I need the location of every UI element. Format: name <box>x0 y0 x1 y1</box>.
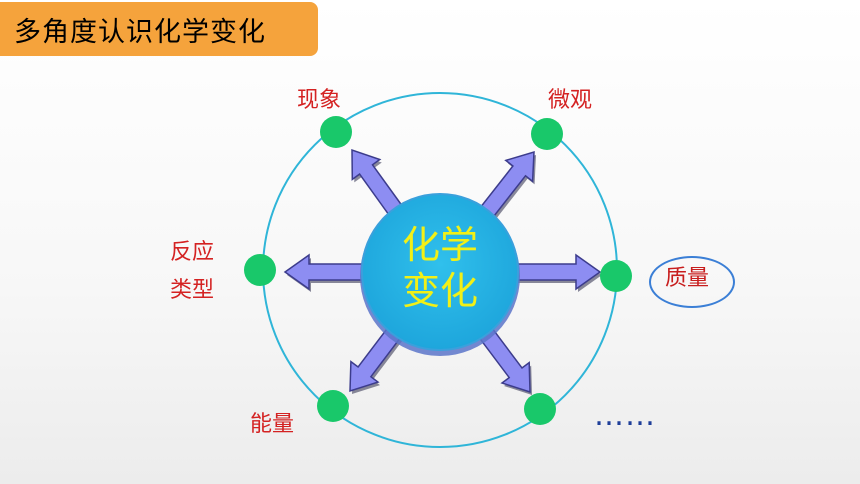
center-label: 化学 变化 <box>380 222 500 314</box>
label-more: …… <box>594 398 656 433</box>
node-energy <box>317 390 349 422</box>
label-mass: 质量 <box>665 266 710 291</box>
page-title: 多角度认识化学变化 <box>14 16 266 48</box>
node-mass <box>600 260 632 292</box>
label-reaction-type-line2: 类型 <box>170 278 215 303</box>
label-reaction-type: 反应 类型 <box>170 234 214 310</box>
node-phenomenon <box>320 116 352 148</box>
label-micro: 微观 <box>548 88 593 113</box>
node-micro <box>531 118 563 150</box>
mass-highlight-ellipse <box>649 256 735 308</box>
title-banner: 多角度认识化学变化 <box>0 2 318 56</box>
center-circle <box>361 193 519 351</box>
label-phenomenon: 现象 <box>297 88 342 113</box>
center-label-line2: 变化 <box>401 269 478 313</box>
node-more <box>524 393 556 425</box>
center-label-line1: 化学 <box>401 223 478 267</box>
label-reaction-type-line1: 反应 <box>170 240 215 265</box>
node-reaction-type <box>244 254 276 286</box>
label-energy: 能量 <box>250 412 295 437</box>
